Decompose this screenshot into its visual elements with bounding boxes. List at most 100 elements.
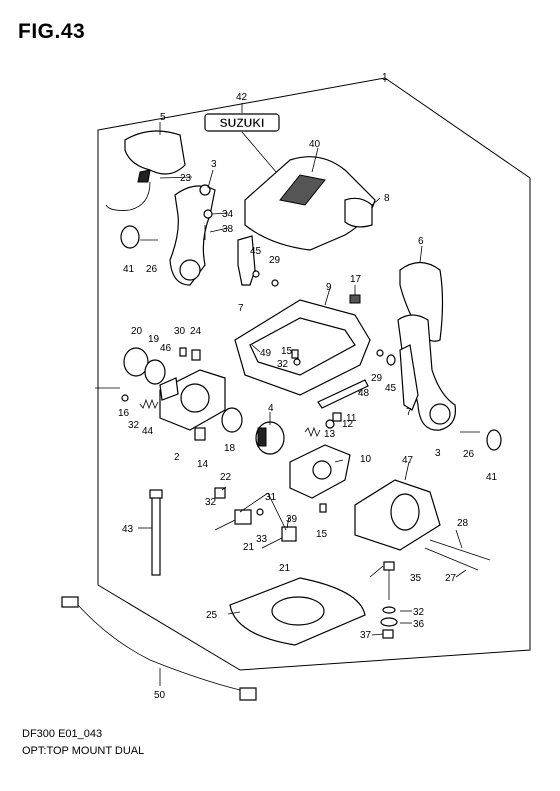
callout-48: 48	[358, 388, 370, 399]
washer-45-left	[252, 270, 260, 278]
leader-lines	[138, 78, 467, 686]
callout-9: 9	[326, 282, 332, 293]
screw-29-left	[271, 279, 279, 287]
gear-4	[255, 421, 285, 455]
connector-22	[214, 487, 226, 499]
harness-50	[61, 596, 257, 701]
cap-41-right	[486, 429, 502, 451]
callout-27: 27	[445, 573, 457, 584]
callout-12: 12	[342, 419, 354, 430]
arm-right	[397, 314, 457, 431]
washer-32-left	[121, 394, 129, 402]
callout-43: 43	[122, 524, 134, 535]
callout-10: 10	[360, 454, 372, 465]
model-code: DF300 E01_043	[22, 728, 103, 740]
callout-29-right: 29	[371, 373, 383, 384]
arm-left	[169, 184, 216, 286]
callout-20: 20	[131, 326, 143, 337]
screw-29-right	[376, 349, 384, 357]
callout-11: 11	[346, 413, 357, 424]
callout-16: 16	[118, 408, 130, 419]
screw-15-upper	[291, 349, 299, 359]
callout-41-left: 41	[123, 264, 135, 275]
part-11	[332, 412, 342, 422]
callout-32-lower: 32	[413, 607, 425, 618]
switch-21-upper	[234, 509, 252, 525]
callout-1: 1	[382, 72, 388, 83]
callout-21-left: 21	[243, 542, 255, 553]
callout-13: 13	[324, 429, 336, 440]
callout-17: 17	[350, 274, 362, 285]
callout-31: 31	[265, 492, 277, 503]
spring-44	[139, 398, 159, 410]
callout-29-left: 29	[269, 255, 281, 266]
washer-36	[380, 617, 398, 627]
callout-24: 24	[190, 326, 202, 337]
bracket-7-left	[237, 235, 256, 286]
callout-36: 36	[413, 619, 425, 630]
callout-40: 40	[309, 139, 321, 150]
screw-15-lower	[319, 503, 327, 513]
callout-30: 30	[174, 326, 186, 337]
callout-50: 50	[154, 690, 166, 701]
switch-lead-upper	[214, 519, 236, 531]
figure-caption: OPT:TOP MOUNT DUAL	[22, 745, 145, 757]
handle-right	[399, 261, 444, 342]
callout-18: 18	[224, 443, 236, 454]
callout-15-lower: 15	[316, 529, 328, 540]
clip-24	[191, 349, 201, 361]
callout-26-right: 26	[463, 449, 475, 460]
handle-left	[124, 130, 186, 183]
callout-3-right: 3	[435, 448, 441, 459]
callout-42: 42	[236, 92, 248, 103]
suzuki-logo-plate: SUZUKI	[204, 113, 280, 132]
block-14	[194, 427, 206, 441]
callout-25: 25	[206, 610, 218, 621]
callout-14: 14	[197, 459, 209, 470]
callout-38: 38	[222, 224, 234, 235]
callout-35: 35	[410, 573, 422, 584]
callout-33: 33	[256, 534, 268, 545]
callout-7-right: 7	[406, 407, 412, 418]
callout-6: 6	[418, 236, 424, 247]
washer-45-right	[386, 354, 396, 366]
callout-23: 23	[180, 173, 192, 184]
ring-19	[144, 359, 166, 385]
callout-28: 28	[457, 518, 469, 529]
figure-title: FIG.43	[18, 20, 86, 43]
spring-13	[304, 426, 321, 438]
callout-39: 39	[286, 514, 298, 525]
washer-18	[221, 407, 243, 433]
callout-3-left: 3	[211, 159, 217, 170]
callout-46: 46	[160, 343, 172, 354]
callout-47: 47	[402, 455, 414, 466]
callout-15-upper: 15	[281, 346, 293, 357]
washer-32-lower	[382, 606, 396, 614]
part-12	[325, 419, 335, 429]
callout-7-left: 7	[238, 303, 244, 314]
callout-19: 19	[148, 334, 160, 345]
cap-41-left	[120, 225, 140, 249]
callout-21-right: 21	[279, 563, 291, 574]
logo-text: SUZUKI	[220, 116, 265, 130]
nut-37	[382, 629, 394, 639]
top-cover	[244, 156, 376, 251]
callout-22: 22	[220, 472, 232, 483]
bracket-7-right	[399, 344, 419, 411]
screw-30	[179, 347, 187, 357]
callout-5: 5	[160, 112, 166, 123]
callout-44: 44	[142, 426, 154, 437]
wire-23	[105, 181, 151, 211]
cable-tie-43	[149, 489, 163, 576]
bolt-35	[383, 561, 395, 600]
gear-housing-left	[159, 369, 226, 431]
switch-bracket-10	[289, 444, 351, 499]
plate-46	[159, 377, 179, 401]
callout-45-right: 45	[385, 383, 397, 394]
callout-37: 37	[360, 630, 372, 641]
callout-32-mid: 32	[277, 359, 289, 370]
rod-28	[429, 539, 491, 561]
assembly-frame	[97, 77, 531, 671]
callout-2: 2	[174, 452, 180, 463]
